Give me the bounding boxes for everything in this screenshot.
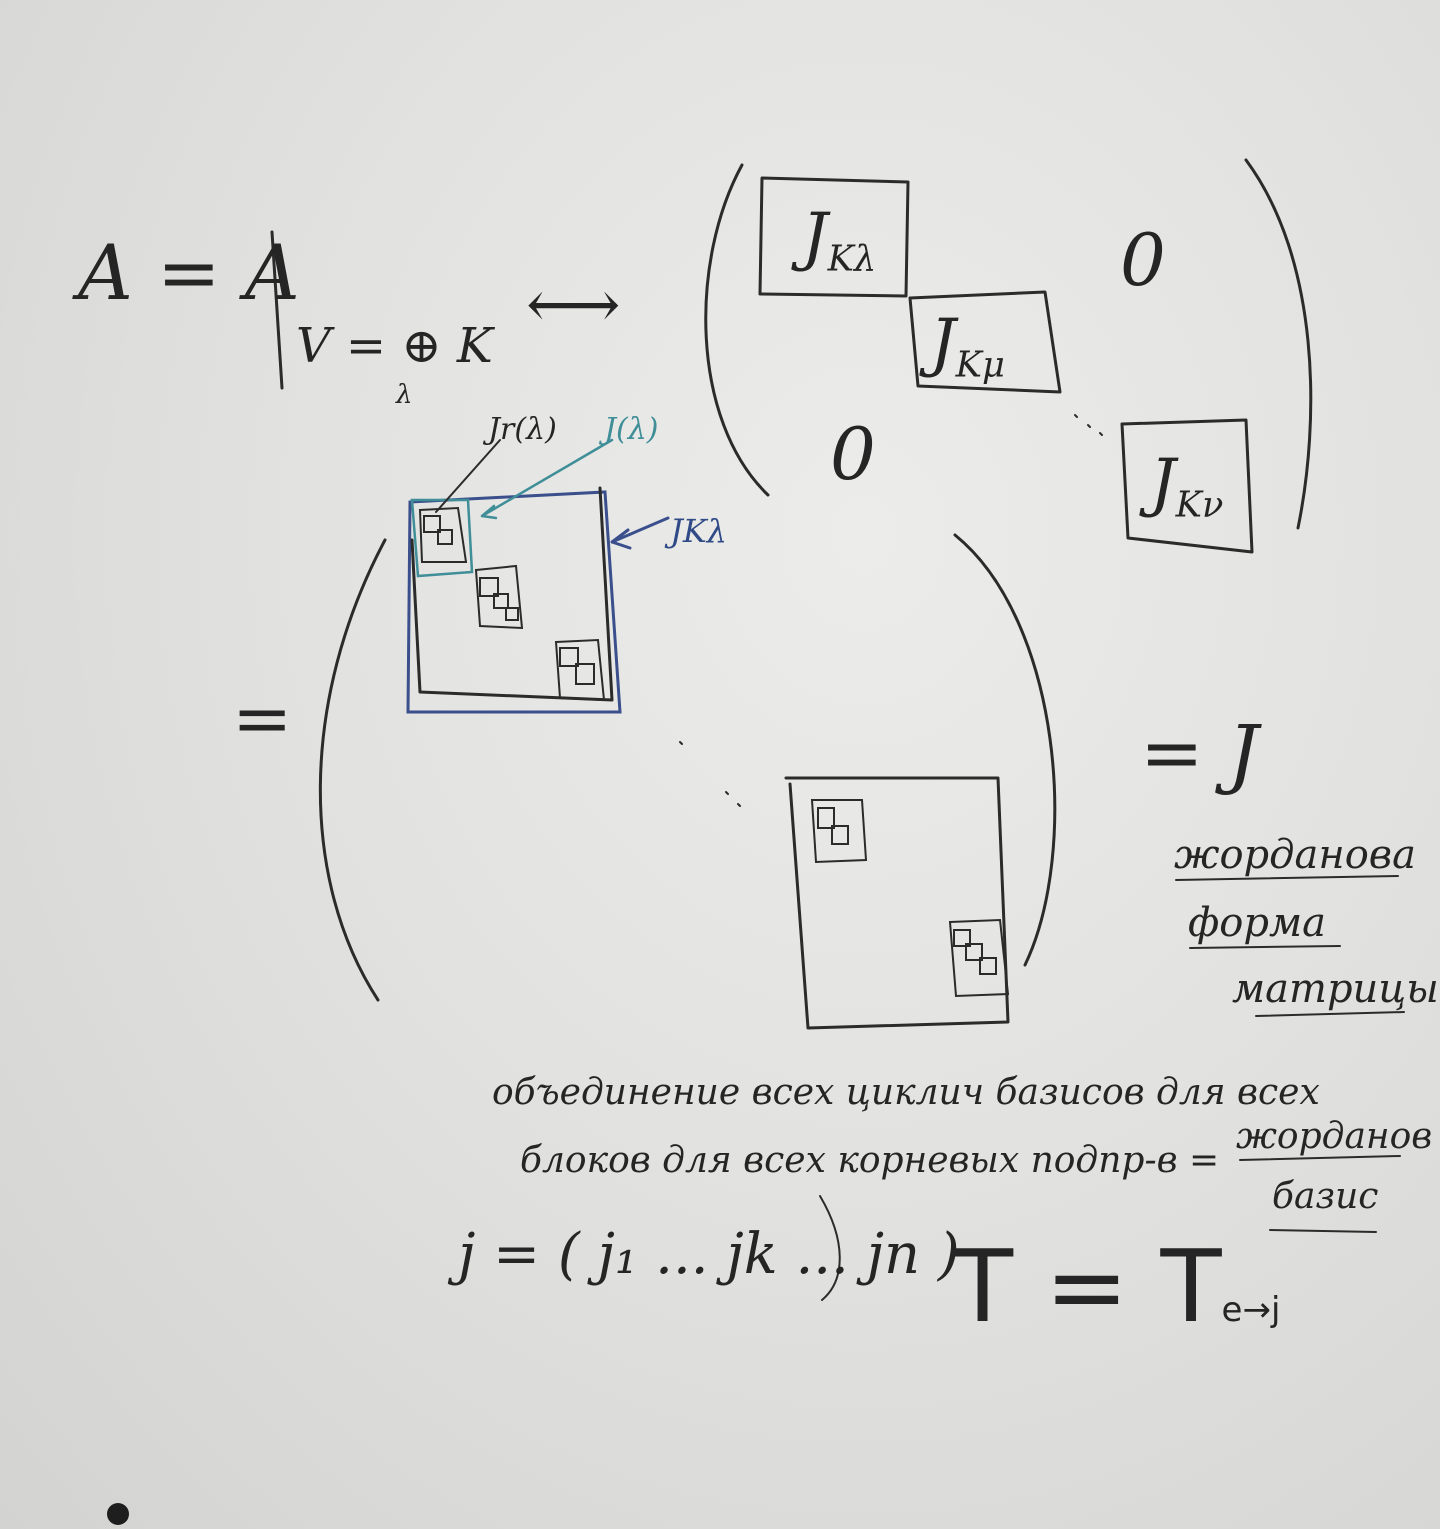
- zero-top: 0: [1120, 218, 1166, 302]
- arrow-jk: [610, 516, 670, 550]
- jordan-basis-line-1: жорданов: [1236, 1116, 1433, 1157]
- arrow-jr: [435, 439, 501, 513]
- equals-right: = J: [1140, 708, 1259, 797]
- left-paren-bottom-matrix: [318, 538, 387, 1002]
- right-paren-bottom-matrix: [953, 533, 1057, 967]
- underline-matricy: [1255, 1011, 1405, 1017]
- underline-jordanova: [1175, 875, 1399, 881]
- block-box-3: [1120, 418, 1254, 554]
- sentence-line-2: блоков для всех корневых подпр-в =: [520, 1140, 1220, 1181]
- block-lower: [784, 776, 1010, 1030]
- t-equation: T = Te→j: [952, 1228, 1281, 1345]
- label-jl: J(λ): [604, 412, 659, 447]
- jordan-form-line-2: форма: [1188, 900, 1327, 946]
- top-equation-restriction: V = ⊕ K: [296, 318, 493, 374]
- left-paren-top-matrix: [704, 163, 770, 497]
- small-block-2: [474, 564, 524, 630]
- underline-forma: [1189, 945, 1341, 949]
- right-paren-top-matrix: [1244, 158, 1313, 530]
- block-box-1: [758, 176, 910, 298]
- bullet-dot: [107, 1503, 129, 1525]
- jordan-basis-line-2: базис: [1272, 1176, 1379, 1217]
- equals-left: =: [232, 676, 293, 760]
- jordan-form-line-3: матрицы: [1232, 966, 1439, 1012]
- zero-bottom: 0: [830, 412, 876, 496]
- diag-dots-bottom: [679, 741, 741, 807]
- block-lower-small-2: [948, 918, 1010, 998]
- j-paren-right: [819, 1195, 841, 1301]
- restriction-text: V = ⊕ K: [296, 318, 493, 374]
- underline-jordanov: [1239, 1155, 1401, 1161]
- restriction-bar: [270, 230, 284, 390]
- block-label-3: JKν: [1150, 446, 1224, 526]
- top-equation-lhs: A = A: [78, 228, 300, 317]
- jordan-form-line-1: жорданова: [1174, 832, 1416, 878]
- block-jl-teal: [410, 498, 474, 578]
- diag-dots-top: [1074, 414, 1103, 436]
- label-jk: JKλ: [670, 512, 728, 550]
- block-label-1: JKλ: [802, 200, 877, 280]
- block-jk-blue: [406, 490, 622, 714]
- block-jk-inner: [410, 486, 614, 702]
- sentence-line-1: объединение всех циклич базисов для всех: [492, 1072, 1320, 1113]
- underline-bazis: [1269, 1229, 1377, 1233]
- arrow-jl: [480, 438, 614, 520]
- label-jr: Jr(λ): [488, 412, 557, 447]
- equivalence-arrow: ⟷: [526, 266, 621, 343]
- block-lower-small-1: [810, 799, 868, 864]
- small-block-3: [554, 638, 606, 702]
- block-label-2: JKμ: [930, 306, 1005, 386]
- restriction-subscript: λ: [396, 380, 413, 410]
- j-equation: j = ( j₁ ... jk ... jn ): [458, 1222, 960, 1287]
- small-block-1: [418, 506, 468, 563]
- block-box-2: [908, 290, 1062, 394]
